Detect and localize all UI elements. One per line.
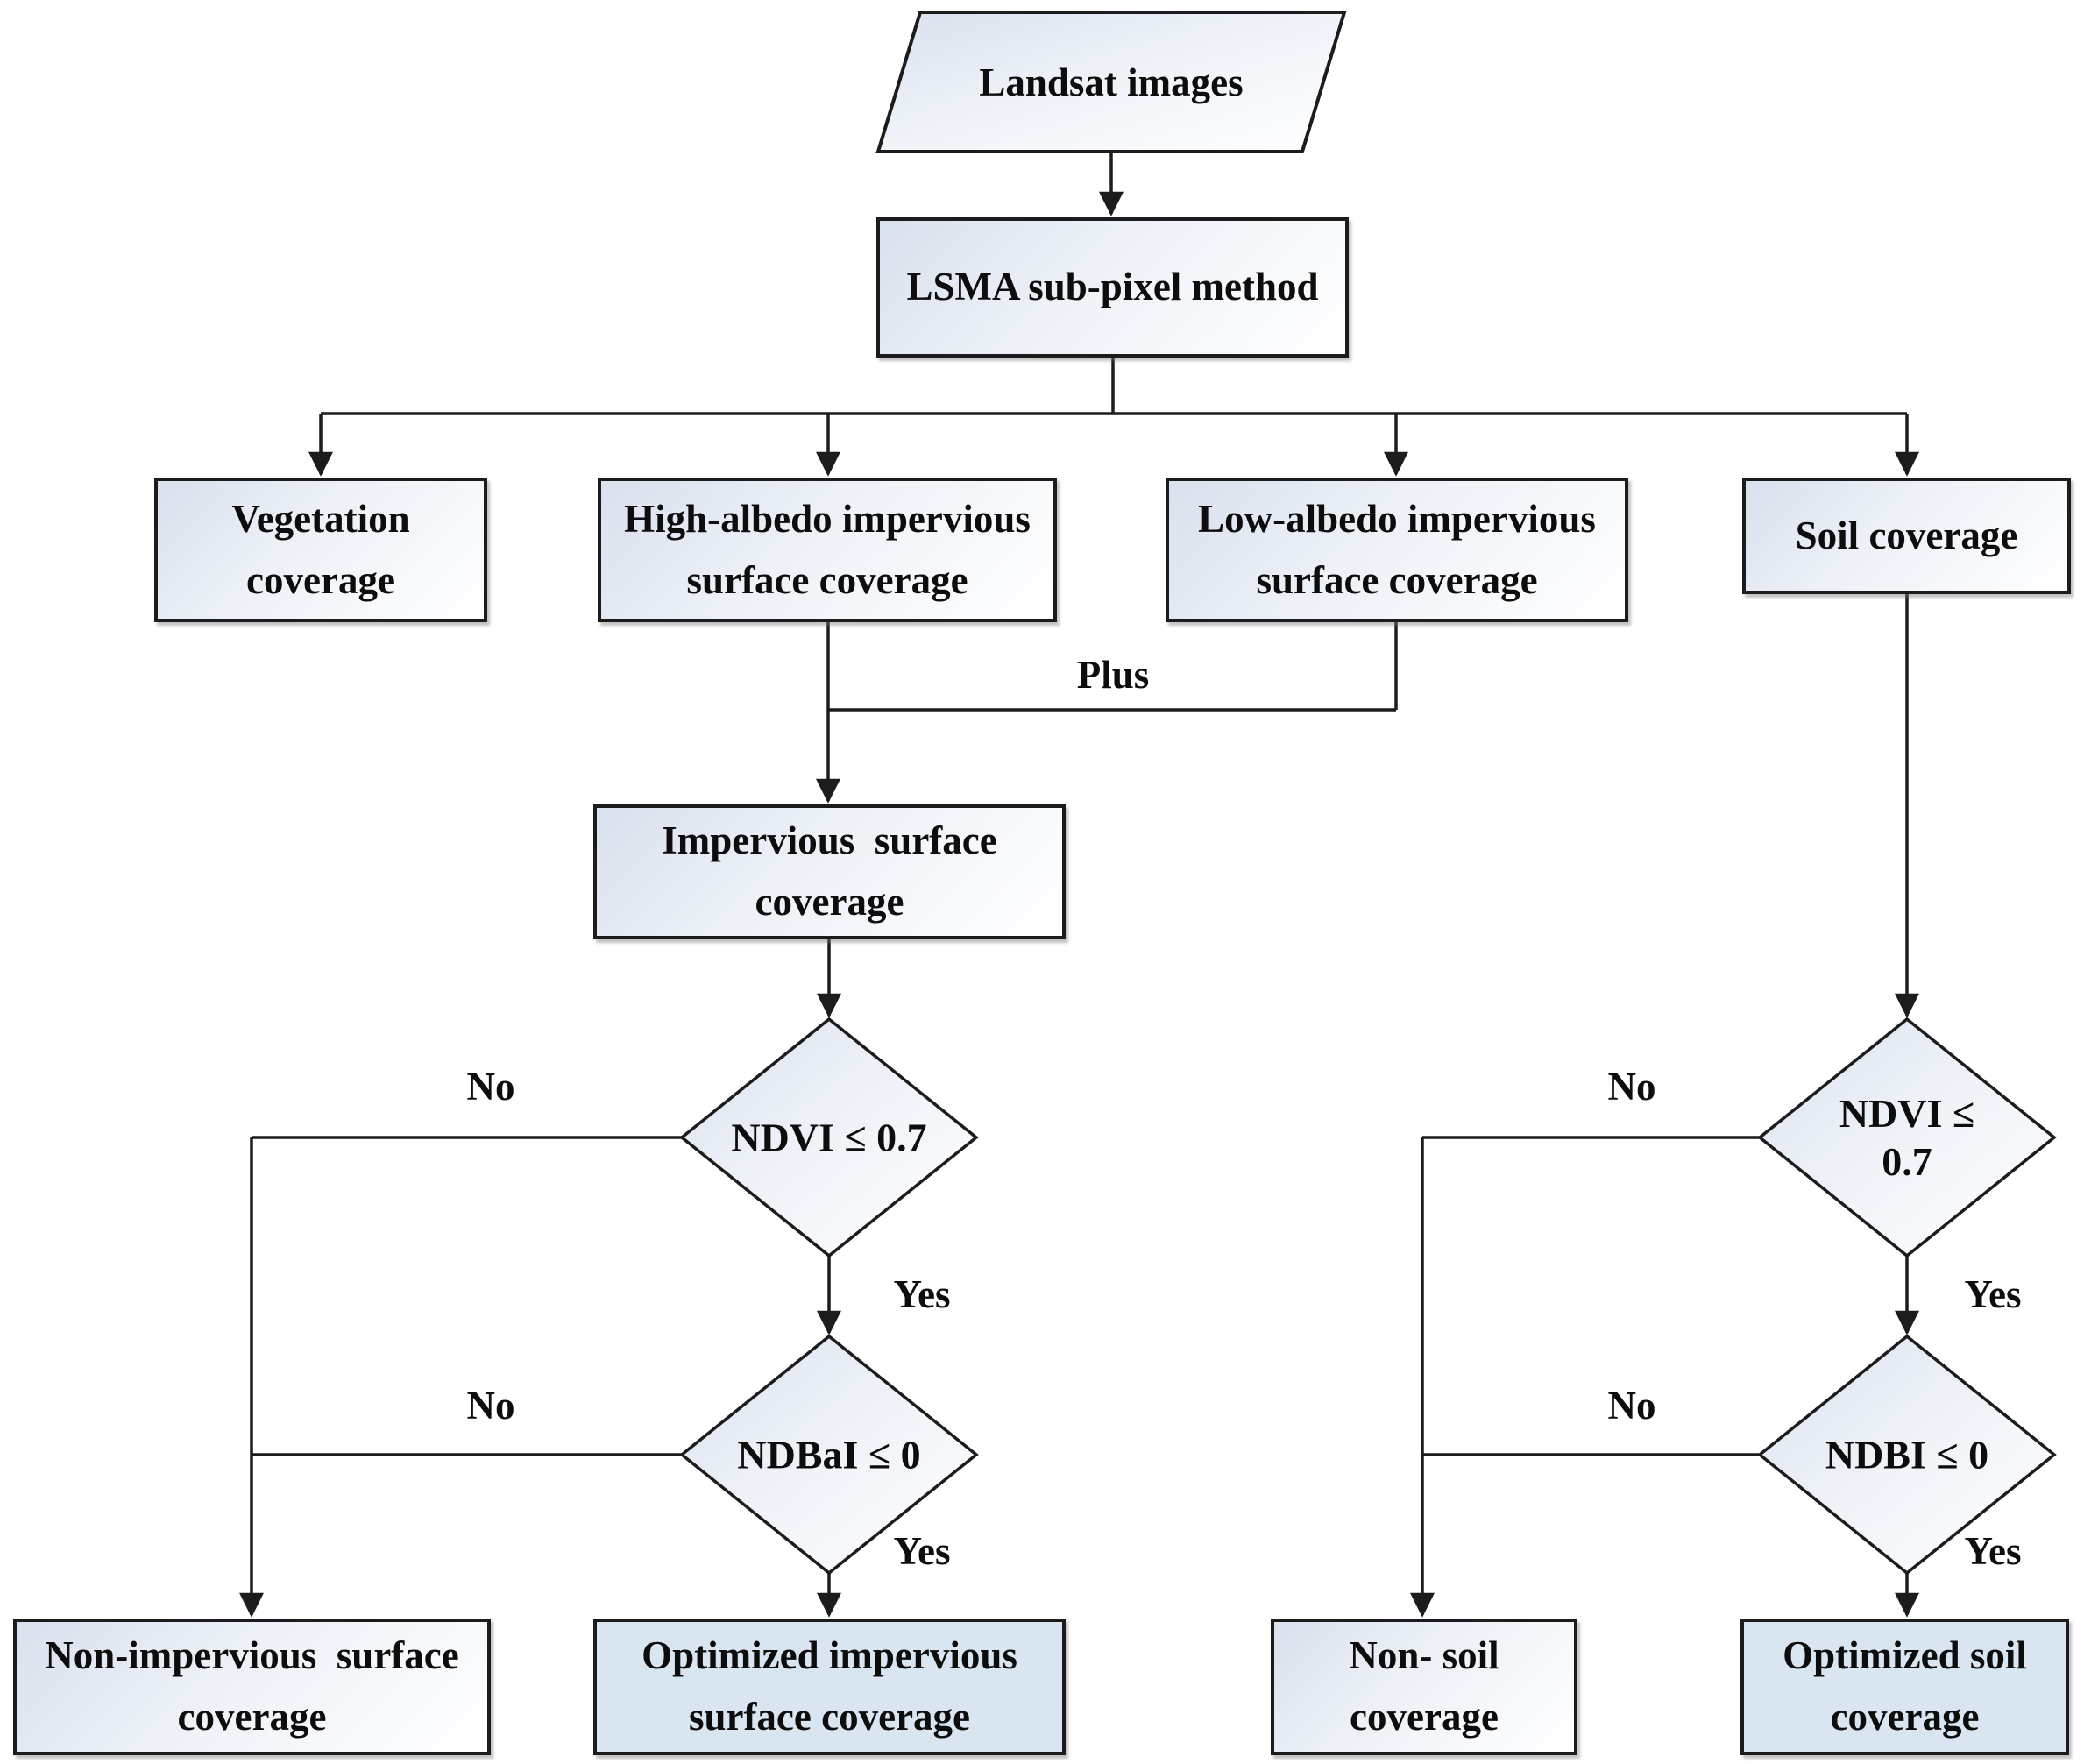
node-non-impervious-coverage: Non-impervious surface coverage: [13, 1619, 491, 1755]
node-high-albedo-coverage: High-albedo impervious surface coverage: [598, 478, 1057, 622]
decision-ndvi-left-label: NDVI ≤ 0.7: [731, 1115, 927, 1160]
node-vegetation-coverage: Vegetation coverage: [154, 478, 487, 622]
edge-label-no-ndbai: No: [466, 1384, 515, 1427]
node-lsma-method: LSMA sub-pixel method: [876, 217, 1349, 358]
decision-ndbai-label: NDBaI ≤ 0: [737, 1432, 921, 1477]
decision-ndbai-shape: [679, 1334, 979, 1576]
node-landsat-images-label: Landsat images: [979, 60, 1244, 104]
decision-ndvi-left-shape: [679, 1017, 979, 1258]
node-optimized-soil-coverage: Optimized soil coverage: [1740, 1619, 2069, 1755]
node-soil-coverage: Soil coverage: [1742, 478, 2071, 594]
decision-ndbi-shape: [1757, 1334, 2057, 1576]
edge-label-no-ndvi-right: No: [1607, 1065, 1656, 1109]
edge-label-yes-ndbi: Yes: [1964, 1529, 2022, 1573]
node-landsat-images-shape: [875, 11, 1347, 153]
edge-label-yes-ndvi-left: Yes: [893, 1272, 951, 1316]
node-low-albedo-coverage: Low-albedo impervious surface coverage: [1166, 478, 1628, 622]
node-non-soil-coverage: Non- soil coverage: [1271, 1619, 1577, 1755]
edge-label-yes-ndvi-right: Yes: [1964, 1272, 2022, 1316]
edge-label-no-ndbi: No: [1607, 1384, 1656, 1427]
decision-ndvi-right-shape: [1757, 1017, 2057, 1258]
edge-label-no-ndvi-left: No: [466, 1065, 515, 1109]
node-optimized-impervious-coverage: Optimized impervious surface coverage: [593, 1619, 1066, 1755]
node-impervious-coverage: Impervious surface coverage: [593, 804, 1066, 939]
decision-ndbi-label: NDBI ≤ 0: [1825, 1432, 1989, 1477]
edge-label-plus: Plus: [1076, 653, 1150, 697]
edge-label-yes-ndbai: Yes: [893, 1529, 951, 1573]
decision-ndvi-right-label: NDVI ≤ 0.7: [1839, 1090, 1985, 1184]
